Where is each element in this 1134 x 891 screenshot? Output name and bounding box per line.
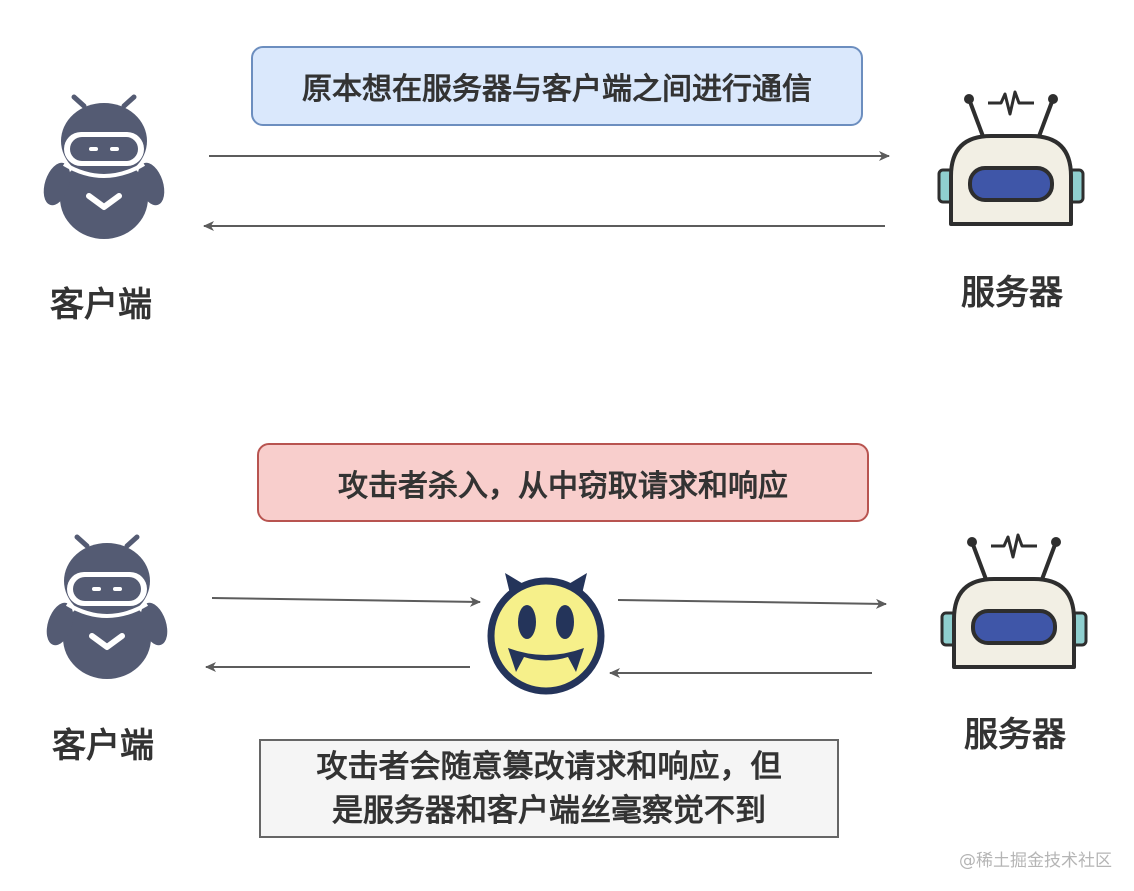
server-robot-icon <box>937 90 1085 226</box>
normal-communication-caption: 原本想在服务器与客户端之间进行通信 <box>251 46 863 126</box>
watermark: @稀土掘金技术社区 <box>959 851 1112 871</box>
attacker-devil-icon <box>487 573 605 695</box>
note-line-2: 是服务器和客户端丝毫察觉不到 <box>332 792 766 829</box>
server-label: 服务器 <box>961 273 1063 313</box>
request-to-server-arrow <box>617 598 887 609</box>
caption-text: 攻击者杀入，从中窃取请求和响应 <box>338 468 788 504</box>
server-label: 服务器 <box>964 715 1066 755</box>
attack-note: 攻击者会随意篡改请求和响应，但 是服务器和客户端丝毫察觉不到 <box>259 739 839 838</box>
attack-caption: 攻击者杀入，从中窃取请求和响应 <box>257 443 869 522</box>
client-avatar-icon <box>42 537 172 679</box>
request-to-attacker-arrow <box>211 596 481 607</box>
caption-text: 原本想在服务器与客户端之间进行通信 <box>302 72 812 107</box>
client-label: 客户端 <box>50 285 152 325</box>
client-avatar-icon <box>39 97 169 239</box>
server-robot-icon <box>940 533 1088 669</box>
client-label: 客户端 <box>52 726 154 766</box>
note-line-1: 攻击者会随意篡改请求和响应，但 <box>316 748 782 785</box>
